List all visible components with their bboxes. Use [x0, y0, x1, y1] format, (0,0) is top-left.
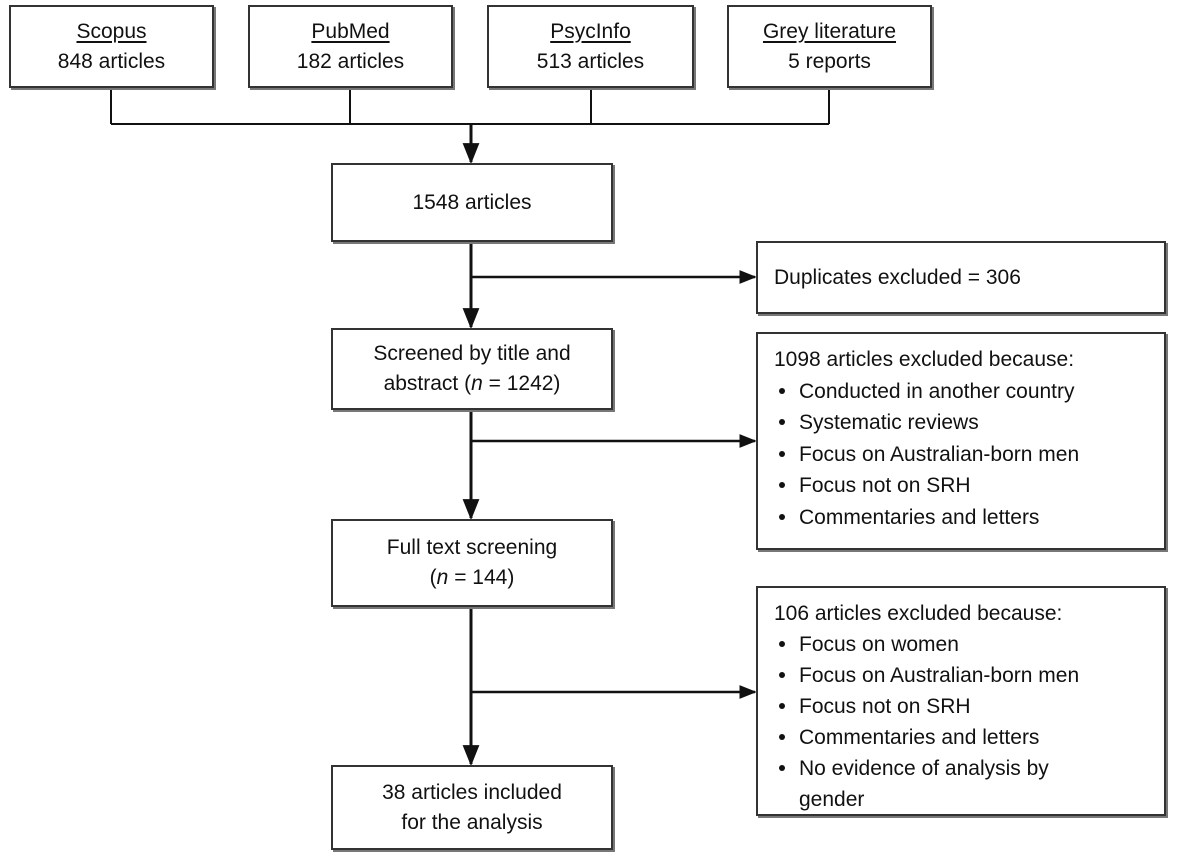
exclusion-reason: Commentaries and letters — [774, 502, 1148, 534]
exclusion-reason: Commentaries and letters — [774, 722, 1148, 753]
screened-text: abstract ( — [383, 372, 472, 395]
exclusion-reason: Focus on Australian-born men — [774, 439, 1148, 471]
source-count: 182 articles — [296, 49, 405, 73]
source-count: 513 articles — [536, 49, 645, 73]
screened-n-value: = 1242) — [482, 372, 561, 395]
fulltext-box: Full text screening (n = 144) — [331, 519, 613, 607]
included-line-1: 38 articles included — [382, 780, 562, 804]
screened-box: Screened by title and abstract (n = 1242… — [331, 328, 613, 410]
full-text-exclusion-box: 106 articles excluded because: Focus on … — [756, 586, 1166, 816]
title-abstract-exclusion-box: 1098 articles excluded because: Conducte… — [756, 332, 1166, 550]
identified-count: 1548 articles — [412, 190, 532, 214]
source-name: Scopus — [76, 19, 147, 43]
exclusion-reason: Focus on Australian-born men — [774, 660, 1148, 691]
included-line-2: for the analysis — [401, 810, 543, 834]
identified-box: 1548 articles — [331, 163, 613, 242]
source-box-psycinfo: PsycInfo 513 articles — [487, 5, 694, 88]
exclusion-reason: Systematic reviews — [774, 407, 1148, 439]
exclusion-reason: Conducted in another country — [774, 376, 1148, 408]
full-text-reasons: Focus on women Focus on Australian-born … — [774, 629, 1148, 815]
screened-line-2: abstract (n = 1242) — [384, 369, 561, 399]
screened-line-1: Screened by title and — [373, 342, 571, 365]
included-box: 38 articles included for the analysis — [331, 765, 613, 850]
duplicates-box: Duplicates excluded = 306 — [756, 241, 1166, 314]
fulltext-line-1: Full text screening — [386, 536, 558, 559]
exclusion-reason: Focus on women — [774, 629, 1148, 660]
title-abstract-reasons: Conducted in another country Systematic … — [774, 376, 1148, 534]
source-box-scopus: Scopus 848 articles — [9, 5, 214, 88]
title-abstract-exclusion-heading: 1098 articles excluded because: — [774, 348, 1075, 371]
full-text-exclusion-heading: 106 articles excluded because: — [774, 602, 1063, 625]
exclusion-reason: Focus not on SRH — [774, 470, 1148, 502]
n-symbol: n — [436, 566, 449, 589]
source-box-grey-literature: Grey literature 5 reports — [727, 5, 932, 88]
source-name: Grey literature — [762, 19, 897, 43]
n-symbol: n — [471, 372, 483, 395]
fulltext-paren: ( — [429, 566, 437, 589]
fulltext-n-value: = 144) — [448, 566, 515, 589]
exclusion-reason: Focus not on SRH — [774, 691, 1148, 722]
source-box-pubmed: PubMed 182 articles — [248, 5, 453, 88]
source-count: 848 articles — [57, 49, 166, 73]
fulltext-line-2: (n = 144) — [430, 563, 515, 593]
source-name: PsycInfo — [550, 19, 631, 43]
source-name: PubMed — [311, 19, 390, 43]
duplicates-text: Duplicates excluded = 306 — [774, 265, 1021, 289]
exclusion-reason: No evidence of analysis by gender — [774, 753, 1089, 815]
source-count: 5 reports — [788, 49, 871, 73]
